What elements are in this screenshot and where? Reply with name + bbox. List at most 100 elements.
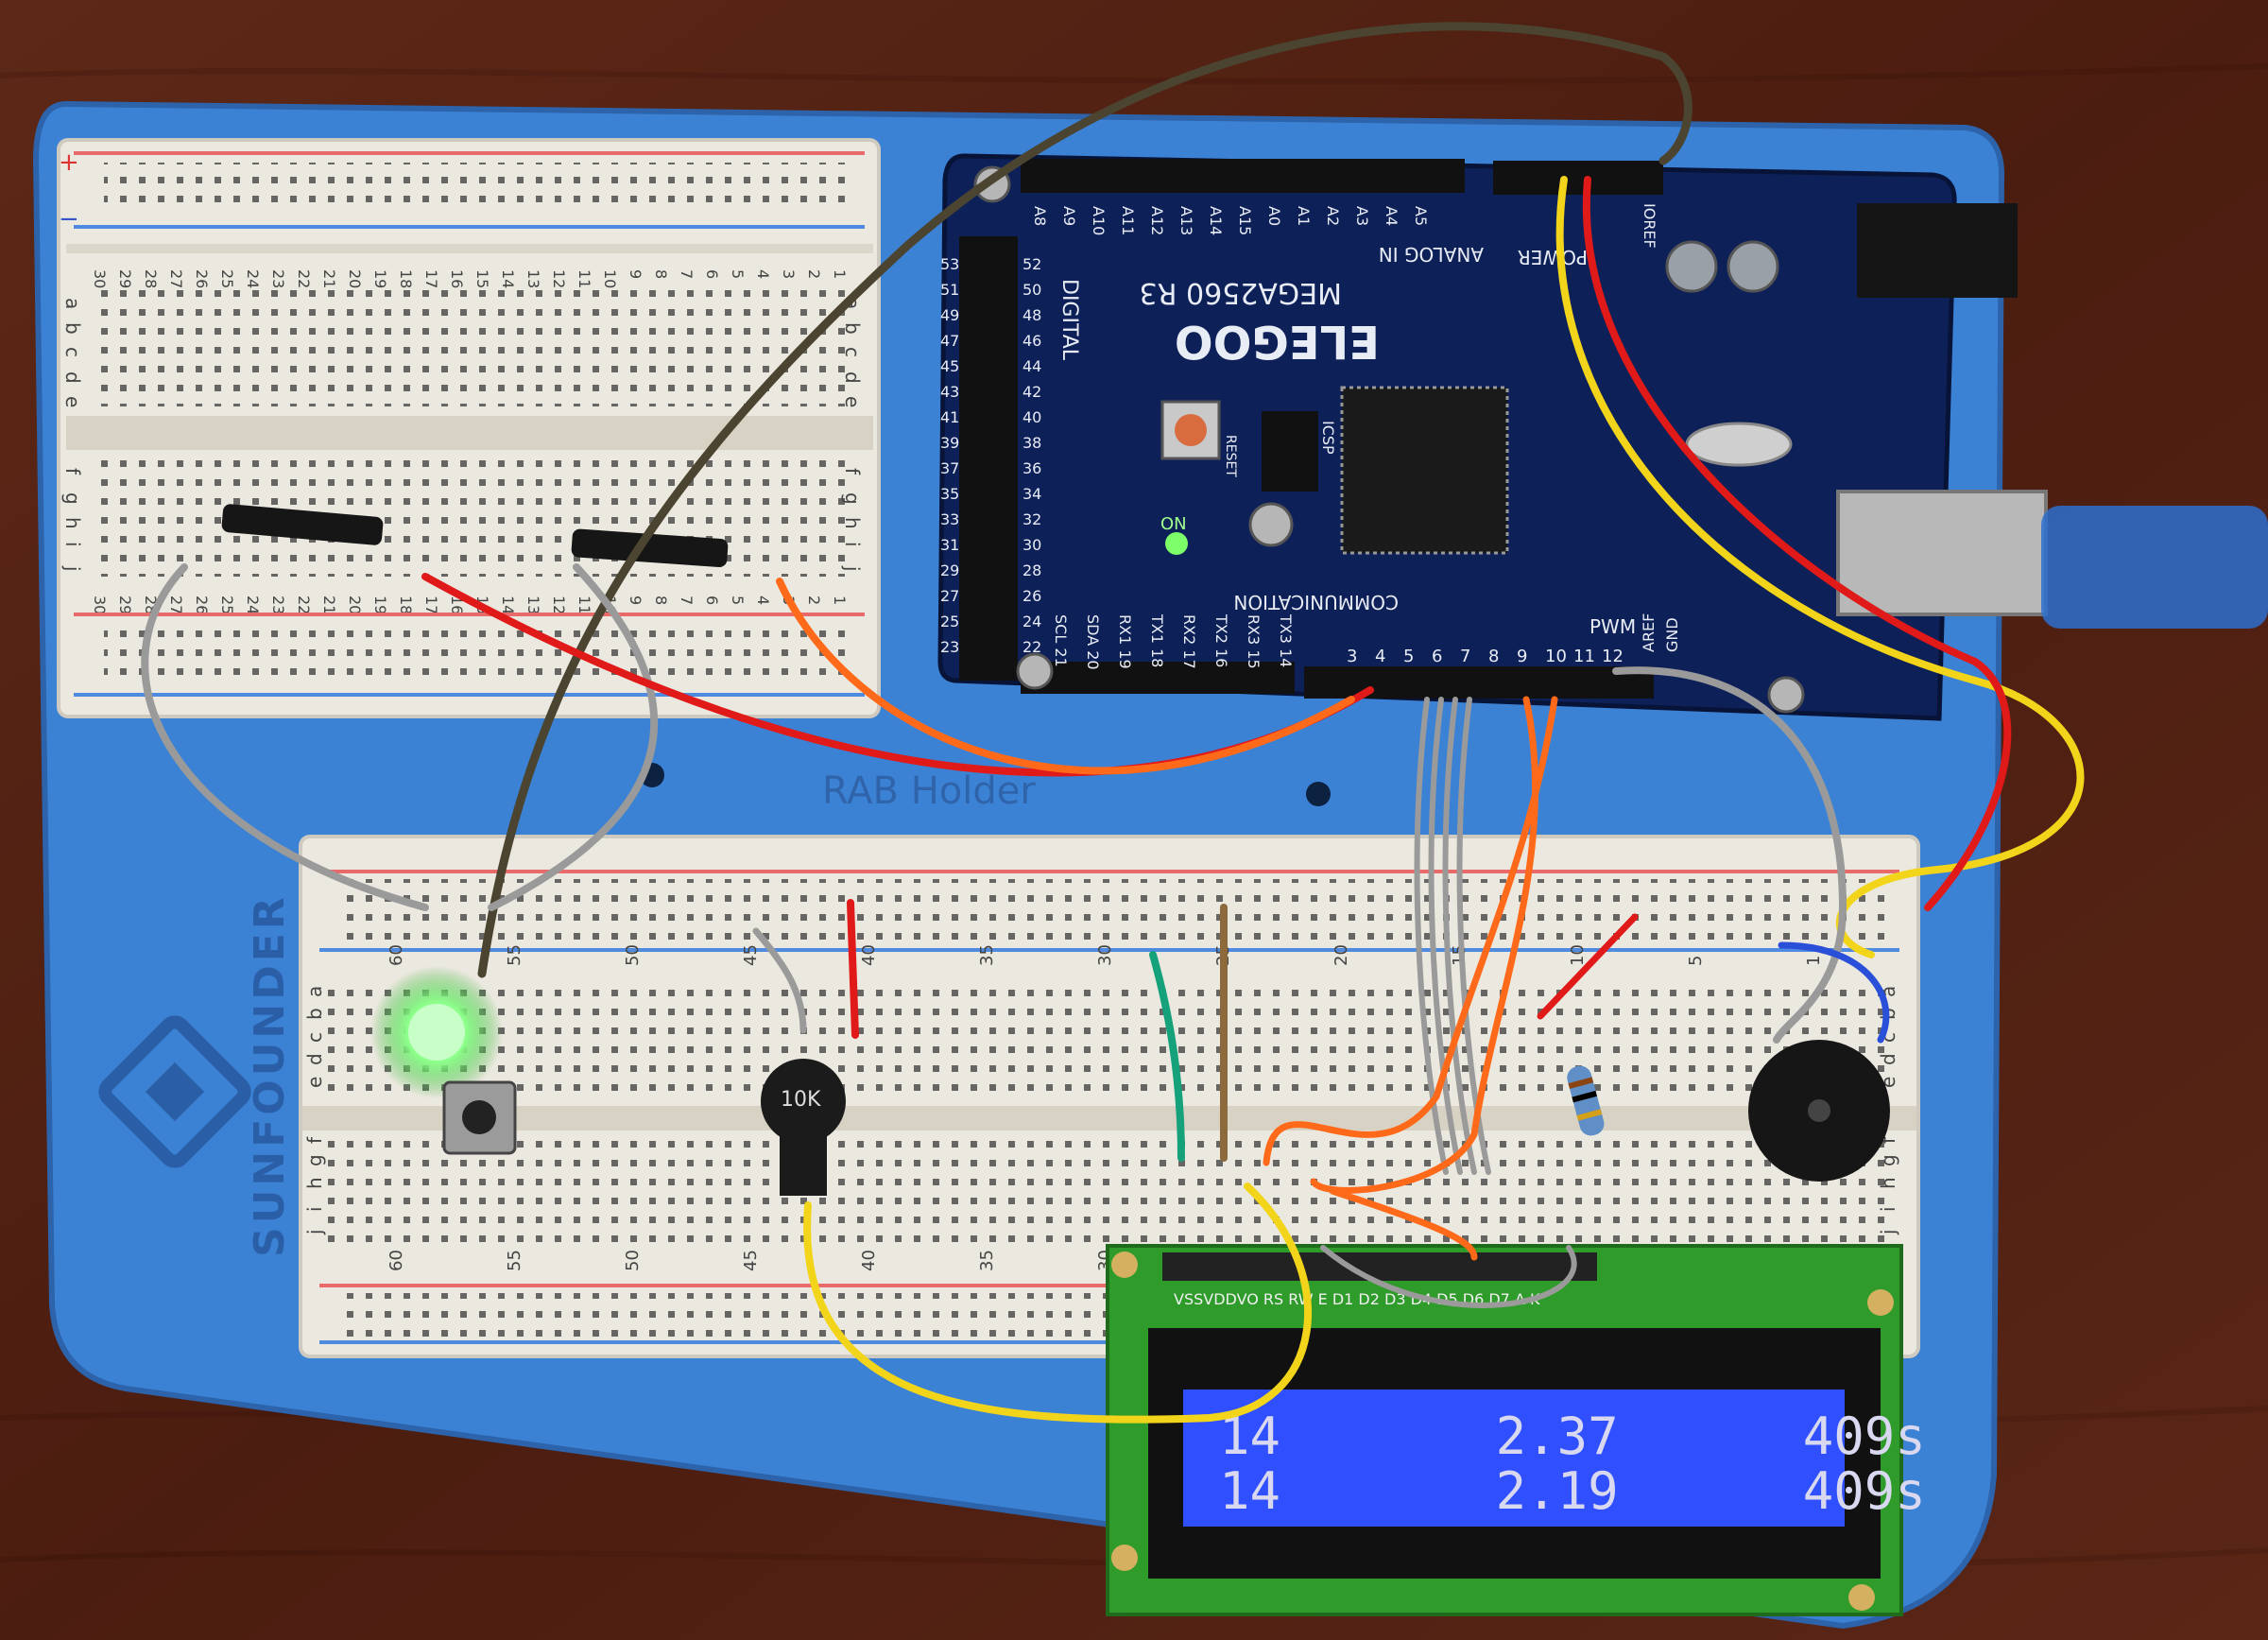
digital-pin-label: 52 (1022, 255, 1041, 273)
wire-gray-bundle-2 (1428, 697, 1463, 1175)
column-number: 5 (729, 269, 747, 279)
bottom-column-numbers: 6060555550504545404035353030252520201515… (387, 944, 1824, 1271)
row-letter: h (303, 1177, 326, 1189)
row-letter: h (841, 517, 864, 529)
column-number: 8 (652, 596, 670, 605)
arduino-mega-board: ELEGOO MEGA2560 R3 DIGITAL COMMUNICATION… (937, 153, 2268, 721)
usb-cable (2041, 506, 2268, 629)
analog-pin-label: A15 (1236, 206, 1254, 235)
digital-label: DIGITAL (1057, 279, 1081, 361)
communication-label: COMMUNICATION (1233, 591, 1399, 613)
row-letter: d (841, 371, 864, 384)
row-letter: j (303, 1229, 326, 1235)
pwm-pin-label: 3 (1347, 647, 1357, 666)
svg-text:−: − (59, 205, 79, 233)
column-number: 2 (805, 596, 823, 605)
comm-pin-label: TX2 16 (1212, 613, 1230, 667)
pwm-label: PWM (1589, 615, 1636, 638)
column-number: 35 (977, 1250, 997, 1271)
analog-pin-label: A9 (1060, 206, 1078, 226)
column-number: 9 (627, 596, 644, 605)
row-letter: d (303, 1053, 326, 1065)
column-number: 1 (1804, 956, 1824, 966)
board-brand: ELEGOO (1175, 315, 1380, 368)
on-led-icon (1165, 532, 1188, 555)
row-letter: e (61, 396, 84, 407)
wire-gray-left (141, 563, 429, 911)
row-letter: f (841, 468, 864, 475)
header-analog (1021, 159, 1465, 193)
digital-pin-label: 45 (940, 357, 959, 375)
column-number: 22 (295, 596, 313, 614)
digital-pin-label: 49 (940, 306, 959, 324)
buzzer-icon (1748, 1040, 1890, 1182)
row-letter: g (841, 492, 864, 505)
wire-gray-mid (488, 563, 659, 911)
analog-pin-label: A2 (1324, 206, 1342, 226)
ioref-label: IOREF (1641, 203, 1658, 249)
column-number: 26 (193, 596, 211, 614)
column-number: 3 (780, 269, 798, 279)
digital-pin-label: 46 (1022, 332, 1041, 350)
wire-blue (1778, 941, 1890, 1044)
pwm-pin-label: 9 (1517, 647, 1527, 666)
comm-pin-label: RX1 19 (1116, 614, 1134, 669)
lcd-screen (1183, 1390, 1845, 1527)
wire-red-pot (847, 899, 859, 1039)
digital-pin-label: 40 (1022, 408, 1041, 426)
analog-label: ANALOG IN (1379, 243, 1484, 266)
column-number: 13 (524, 596, 542, 614)
crystal (1685, 422, 1793, 467)
column-number: 29 (116, 596, 134, 614)
column-number: 1 (831, 269, 849, 279)
comm-pin-label: RX2 17 (1180, 614, 1198, 669)
row-letter: h (1877, 1177, 1899, 1189)
comm-pin-label: TX1 18 (1148, 613, 1166, 667)
reset-button[interactable] (1160, 400, 1221, 460)
analog-pin-label: A13 (1177, 206, 1195, 235)
icsp-label: ICSP (1319, 421, 1337, 455)
column-number: 40 (859, 1250, 879, 1271)
row-letter: d (61, 371, 84, 384)
row-letter: g (303, 1154, 326, 1166)
wire-orange-1 (776, 578, 1355, 775)
column-number: 30 (1095, 944, 1115, 966)
potentiometer-label: 10K (781, 1088, 821, 1112)
row-letter: a (303, 986, 326, 997)
wire-orange-lcd (1329, 1187, 1478, 1261)
on-label: ON (1160, 514, 1187, 534)
lcd-module: VSSVDDVO RS RW E D1 D2 D3 D4 D5 D6 D7 A … (1106, 1244, 1926, 1616)
row-letter: c (1877, 1032, 1899, 1043)
column-number: 7 (678, 596, 696, 605)
row-letter: d (1877, 1053, 1899, 1065)
digital-pin-label: 35 (940, 485, 959, 503)
digital-pin-label: 50 (1022, 281, 1041, 299)
column-number: 1 (831, 596, 849, 605)
digital-pin-label: 26 (1022, 587, 1041, 605)
resistor (1567, 1065, 1605, 1136)
column-number: 20 (346, 596, 364, 614)
wire-orange-pwm-2 (1263, 696, 1558, 1166)
lcd-line-2: 14 2.19 409s (1219, 1461, 1926, 1521)
aref-label: AREF (1640, 613, 1658, 652)
analog-pin-label: A12 (1148, 206, 1166, 235)
header-power (1493, 161, 1663, 195)
row-letter: f (303, 1136, 326, 1144)
row-letter: f (1877, 1136, 1899, 1144)
digital-pin-label: 28 (1022, 561, 1041, 579)
gnd-label: GND (1663, 617, 1681, 652)
column-number: 55 (505, 1250, 524, 1271)
row-letter: c (841, 347, 864, 357)
column-number: 21 (320, 596, 338, 614)
icsp-header (1262, 411, 1318, 492)
atmega-chip (1340, 386, 1509, 555)
column-number: 9 (627, 269, 644, 279)
wire-orange-pwm-1 (1310, 696, 1539, 1194)
row-letter: g (1877, 1154, 1899, 1166)
pwm-pin-label: 7 (1460, 647, 1470, 666)
row-letter: c (61, 347, 84, 357)
